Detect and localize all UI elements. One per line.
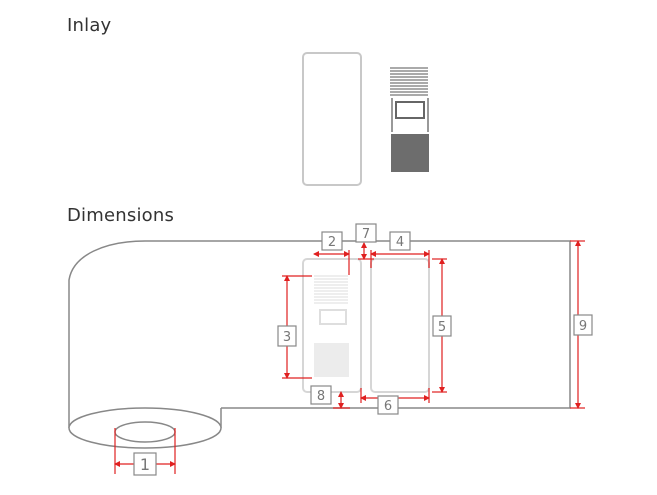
antenna-pad — [391, 134, 429, 172]
inlay-heading: Inlay — [67, 15, 112, 36]
roll-label-1 — [302, 258, 362, 393]
dimension-label-7: 7 — [355, 223, 377, 243]
dimension-label-4: 4 — [389, 231, 411, 251]
svg-text:7: 7 — [362, 227, 370, 242]
svg-text:8: 8 — [317, 389, 325, 404]
inlay-label-blank — [302, 52, 362, 186]
dimension-label-6: 6 — [377, 395, 399, 415]
roll-inlay-antenna — [314, 275, 349, 377]
antenna-meander — [390, 67, 428, 96]
dimension-label-3: 3 — [277, 325, 297, 347]
svg-text:5: 5 — [438, 320, 446, 335]
dimension-label-9: 9 — [573, 314, 593, 336]
inlay-antenna — [390, 67, 429, 172]
svg-text:1: 1 — [140, 455, 150, 474]
dimension-label-8: 8 — [310, 385, 332, 405]
roll-outer-edge — [68, 407, 222, 449]
dimension-label-2: 2 — [321, 231, 343, 251]
svg-text:6: 6 — [384, 399, 392, 414]
dimension-label-1: 1 — [133, 452, 157, 476]
svg-text:4: 4 — [396, 235, 404, 250]
dimensions-heading: Dimensions — [67, 205, 175, 226]
roll-label-2 — [370, 258, 430, 393]
svg-text:3: 3 — [283, 330, 291, 345]
svg-text:9: 9 — [579, 319, 587, 334]
antenna-loop — [395, 101, 425, 119]
dimension-label-5: 5 — [432, 315, 452, 337]
svg-text:2: 2 — [328, 235, 336, 250]
